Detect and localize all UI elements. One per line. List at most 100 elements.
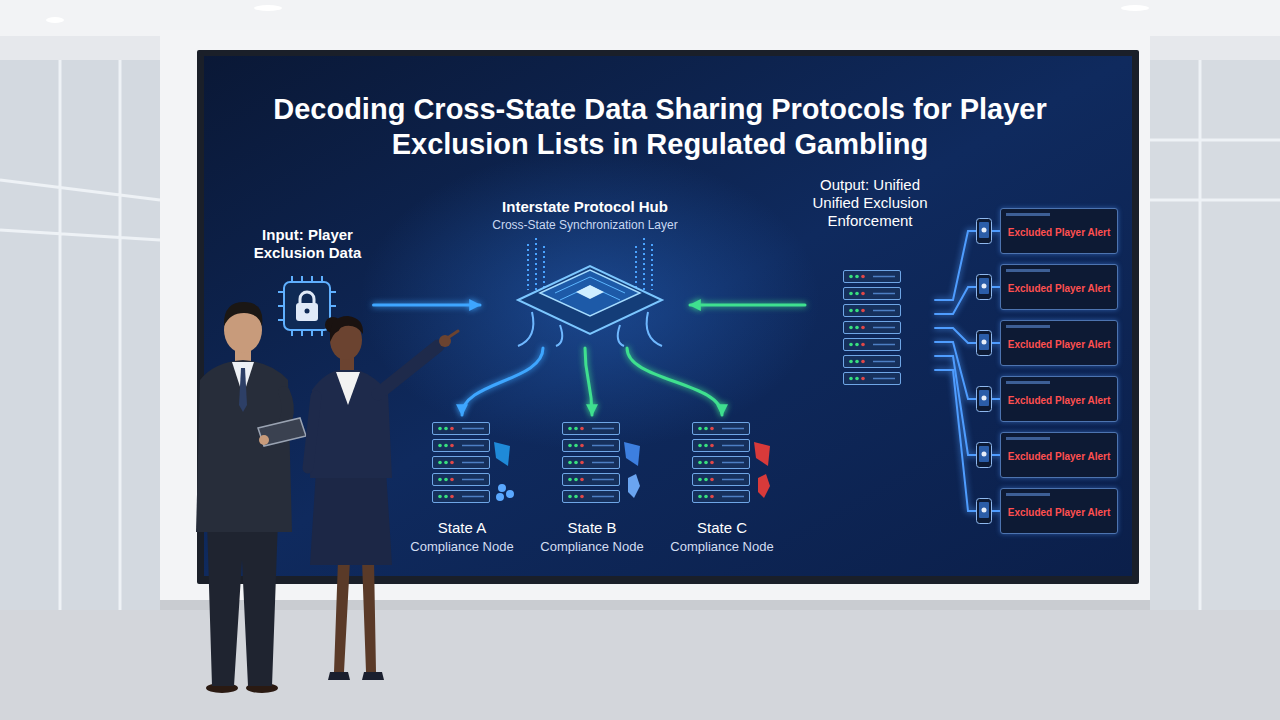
node-heading: State A xyxy=(438,519,486,537)
hub-circuit xyxy=(555,277,625,300)
man-jacket xyxy=(196,360,292,532)
floor xyxy=(0,610,1280,720)
node-subtitle: Compliance Node xyxy=(670,539,773,555)
node-subtitle: Compliance Node xyxy=(540,539,643,555)
alert-wire xyxy=(935,370,1000,511)
lock-keyhole xyxy=(305,309,310,314)
phone-icon xyxy=(977,443,992,468)
glass-reflection xyxy=(1150,60,1280,620)
alert-panel: Excluded Player Alert xyxy=(1000,376,1118,422)
server-unit xyxy=(563,440,620,452)
screen-frame xyxy=(197,50,1139,584)
alert-text: Excluded Player Alert xyxy=(1008,283,1110,295)
server-unit xyxy=(844,322,901,334)
phone-icon xyxy=(977,387,992,412)
server-unit xyxy=(844,271,901,283)
ceiling-light xyxy=(1121,5,1149,11)
flow-arrow xyxy=(374,304,481,307)
panel-header-bar xyxy=(1006,325,1050,328)
man-hair xyxy=(224,302,262,326)
lock-chip xyxy=(284,282,330,330)
alert-panel: Excluded Player Alert xyxy=(1000,320,1118,366)
alert-panel: Excluded Player Alert xyxy=(1000,208,1118,254)
server-unit xyxy=(844,305,901,317)
glass-reflection xyxy=(0,60,160,620)
man-tie xyxy=(239,368,247,412)
server-unit xyxy=(433,474,490,486)
node-heading: Input: Player Exclusion Data xyxy=(248,226,368,262)
node-subtitle: Cross-State Synchronization Layer xyxy=(492,218,677,232)
woman-skirt xyxy=(310,470,392,565)
panel-header-bar xyxy=(1006,437,1050,440)
hub-platform xyxy=(518,266,662,334)
flow-arrow xyxy=(585,348,592,415)
node-subtitle: Compliance Node xyxy=(410,539,513,555)
panel-header-bar xyxy=(1006,269,1050,272)
screen-glow xyxy=(360,150,820,450)
server-unit xyxy=(693,457,750,469)
output-node: Output: Unified Unified Exclusion Enforc… xyxy=(805,176,935,391)
diagram-title: Decoding Cross-State Data Sharing Protoc… xyxy=(250,92,1070,163)
phone-icon xyxy=(977,275,992,300)
server-unit xyxy=(844,356,901,368)
state-silhouette xyxy=(628,474,640,498)
state-emblem xyxy=(496,484,514,501)
server-unit xyxy=(693,474,750,486)
alert-panel: Excluded Player Alert xyxy=(1000,432,1118,478)
hub-node: Interstate Protocol HubCross-State Synch… xyxy=(480,198,690,348)
woman-blouse xyxy=(336,372,360,405)
alert-panel: Excluded Player Alert xyxy=(1000,264,1118,310)
glass-wall xyxy=(0,60,160,620)
flow-arrow xyxy=(690,304,805,307)
alert-text: Excluded Player Alert xyxy=(1008,507,1110,519)
woman-finger xyxy=(449,331,458,337)
phone-icon xyxy=(977,499,992,524)
input-node: Input: Player Exclusion Data xyxy=(242,226,374,344)
flow-arrow xyxy=(627,348,722,415)
server-unit xyxy=(563,423,620,435)
node-heading: State C xyxy=(697,519,747,537)
wall-panel xyxy=(160,30,1150,610)
server-unit xyxy=(433,491,490,503)
server-unit xyxy=(693,491,750,503)
alert-text: Excluded Player Alert xyxy=(1008,395,1110,407)
server-unit xyxy=(693,423,750,435)
alert-text: Excluded Player Alert xyxy=(1008,451,1110,463)
ceiling-light xyxy=(254,5,282,11)
state-node: State B Compliance Node xyxy=(527,415,657,555)
phone-icon xyxy=(977,331,992,356)
node-heading: Interstate Protocol Hub xyxy=(502,198,668,216)
state-shield xyxy=(494,442,510,466)
server-unit xyxy=(563,491,620,503)
server-unit xyxy=(844,373,901,385)
panel-header-bar xyxy=(1006,381,1050,384)
lock-shackle xyxy=(300,292,314,304)
man-legs xyxy=(207,520,278,686)
state-shield xyxy=(624,442,640,466)
ceiling-light xyxy=(46,17,64,23)
alert-text: Excluded Player Alert xyxy=(1008,339,1110,351)
alert-text: Excluded Player Alert xyxy=(1008,227,1110,239)
woman-arm xyxy=(308,396,316,468)
server-unit xyxy=(844,339,901,351)
node-heading: Output: Unified Unified Exclusion Enforc… xyxy=(811,176,929,230)
state-shield xyxy=(754,442,770,466)
server-unit xyxy=(844,288,901,300)
server-unit xyxy=(433,457,490,469)
lock-body xyxy=(296,303,318,321)
skirting xyxy=(160,600,1150,610)
man-hand xyxy=(259,435,269,445)
flow-arrow xyxy=(462,348,543,415)
state-node: State A Compliance Node xyxy=(397,415,527,555)
node-heading: State B xyxy=(567,519,616,537)
state-node: State C Compliance Node xyxy=(657,415,787,555)
woman-arm-pointing xyxy=(378,346,438,394)
server-unit xyxy=(433,440,490,452)
panel-header-bar xyxy=(1006,493,1050,496)
woman-legs xyxy=(334,560,376,672)
woman-shoes xyxy=(328,672,384,680)
server-unit xyxy=(563,474,620,486)
